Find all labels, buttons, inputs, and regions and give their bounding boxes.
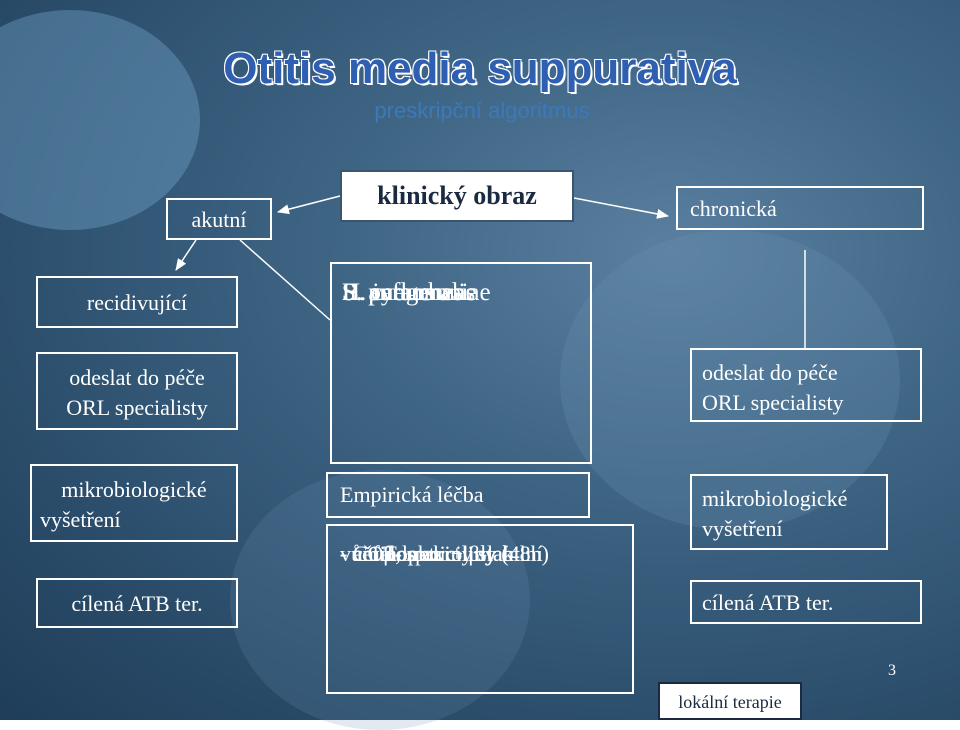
drug-item: - COT, makrolidy	[340, 541, 497, 566]
background-puzzle-shape	[230, 470, 530, 730]
subtitle-text: preskripční algoritmus	[374, 98, 590, 123]
arrow-to-recurrent	[175, 239, 197, 271]
background-puzzle-shape	[560, 230, 900, 530]
local-therapy-box: lokální terapie	[658, 682, 802, 720]
empirical-therapy-label: Empirická léčba	[340, 482, 484, 507]
background-puzzle-shape	[0, 10, 200, 230]
right-micro-line: vyšetření	[702, 516, 783, 541]
chronic-box: chronická	[676, 186, 924, 230]
right-micro-box: mikrobiologické vyšetření	[690, 474, 888, 550]
drugs-box: - aminopeniciliny (48h) - cefalosporiny …	[326, 524, 634, 694]
local-therapy-label: lokální terapie	[678, 692, 782, 712]
pathogen-item: S. aureus	[342, 279, 434, 306]
left-micro-line: mikrobiologické	[61, 477, 207, 502]
acute-box: akutní	[166, 198, 272, 240]
left-refer-line: ORL specialisty	[66, 395, 208, 420]
line-acute-to-pathogens	[239, 239, 331, 321]
left-refer-box: odeslat do péče ORL specialisty	[36, 352, 238, 430]
clinical-picture-label: klinický obraz	[377, 181, 537, 210]
right-refer-line: odeslat do péče	[702, 360, 838, 385]
pathogen-item: S. pneumoniae	[342, 279, 491, 306]
left-targeted-box: cílená ATB ter.	[36, 578, 238, 628]
right-targeted-box: cílená ATB ter.	[690, 580, 922, 624]
left-micro-line: vyšetření	[40, 507, 121, 532]
page-subtitle: preskripční algoritmus	[0, 98, 960, 124]
drug-item: - aminopnc. + β-lakt.	[340, 541, 526, 566]
right-refer-line: ORL specialisty	[702, 390, 844, 415]
clinical-picture-box: klinický obraz	[340, 170, 574, 222]
right-micro-line: mikrobiologické	[702, 486, 848, 511]
page-number: 3	[888, 662, 896, 679]
drug-item: vůči β-lakt.	[340, 541, 441, 566]
pathogens-box: S. pneumoniae H. influenzae B. catarrhal…	[330, 262, 592, 464]
pathogen-item: H. influenzae	[342, 279, 477, 306]
page-title: Otitis media suppurativa	[223, 44, 737, 93]
chronic-label: chronická	[690, 196, 777, 221]
empirical-therapy-box: Empirická léčba	[326, 472, 590, 518]
left-targeted-label: cílená ATB ter.	[71, 591, 203, 616]
right-targeted-label: cílená ATB ter.	[702, 590, 834, 615]
left-refer-line: odeslat do péče	[69, 365, 205, 390]
drug-item: - cefalosporiny stabilní	[340, 541, 543, 566]
recurrent-label: recidivující	[86, 290, 188, 315]
acute-label: akutní	[191, 207, 247, 232]
pathogen-item: B. catarrhalis	[342, 279, 476, 306]
drug-item: - aminopeniciliny (48h)	[340, 541, 549, 566]
pathogen-item: S. pyogenes	[342, 279, 463, 306]
left-micro-box: mikrobiologické vyšetření	[30, 464, 238, 542]
recurrent-box: recidivující	[36, 276, 238, 328]
arrow-to-chronic	[573, 197, 669, 219]
right-refer-box: odeslat do péče ORL specialisty	[690, 348, 922, 422]
arrow-to-acute	[277, 195, 341, 215]
